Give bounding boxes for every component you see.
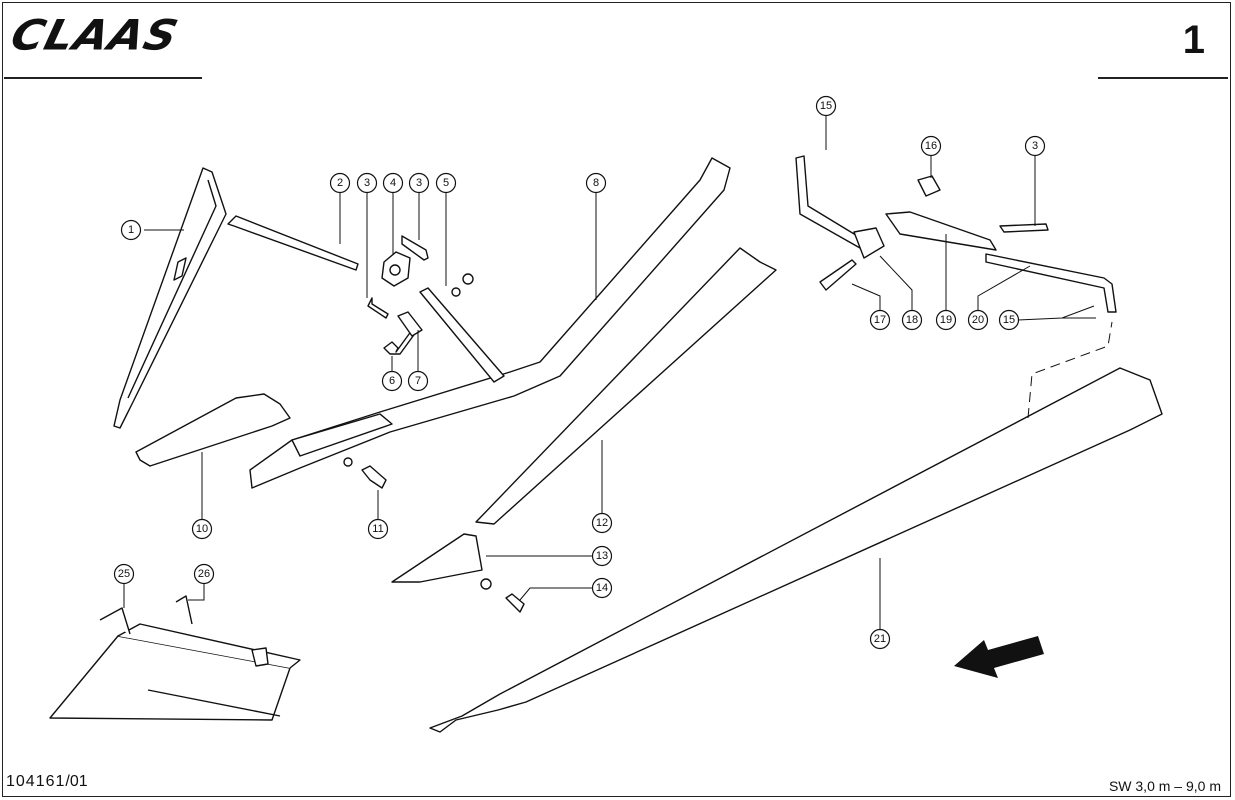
callout-13: 13 bbox=[591, 545, 613, 567]
part-nut-14 bbox=[480, 578, 492, 590]
callout-6-label: 6 bbox=[389, 375, 395, 387]
callout-15a: 15 bbox=[815, 95, 837, 117]
part-clamp-block bbox=[381, 251, 411, 287]
callout-7: 7 bbox=[407, 370, 429, 392]
callout-19-label: 19 bbox=[940, 314, 952, 326]
callout-10-label: 10 bbox=[196, 523, 208, 535]
direction-arrow-icon bbox=[954, 636, 1044, 678]
callout-5-label: 5 bbox=[443, 177, 449, 189]
callout-19: 19 bbox=[935, 309, 957, 331]
callout-4: 4 bbox=[382, 172, 404, 194]
callout-14: 14 bbox=[591, 577, 613, 599]
callout-18: 18 bbox=[901, 309, 923, 331]
part-nut bbox=[462, 273, 474, 285]
dashed-connector bbox=[1027, 321, 1113, 419]
callout-26: 26 bbox=[193, 563, 215, 585]
callout-8: 8 bbox=[585, 172, 607, 194]
callout-16-label: 16 bbox=[925, 140, 937, 152]
doc-number-main: 104161 bbox=[6, 773, 66, 790]
callout-3c-label: 3 bbox=[1032, 140, 1038, 152]
leader-lines bbox=[123, 114, 1096, 630]
callout-17: 17 bbox=[869, 309, 891, 331]
part-bolt-11 bbox=[361, 465, 387, 489]
part-rod bbox=[227, 215, 359, 271]
callout-10: 10 bbox=[191, 518, 213, 540]
part-divider-point bbox=[135, 393, 291, 467]
callout-15b: 15 bbox=[998, 309, 1020, 331]
callout-15a-label: 15 bbox=[820, 100, 832, 112]
callout-17-label: 17 bbox=[874, 314, 886, 326]
callout-3c: 3 bbox=[1024, 135, 1046, 157]
callout-13-label: 13 bbox=[596, 550, 608, 562]
callout-25: 25 bbox=[113, 563, 135, 585]
callout-11-label: 11 bbox=[372, 523, 383, 535]
part-washer bbox=[451, 287, 461, 297]
header-rule-left bbox=[4, 77, 202, 79]
part-hook-left bbox=[367, 297, 389, 319]
callouts: 1 2 3 4 3 5 8 15 16 3 17 18 19 20 15 6 7… bbox=[113, 95, 1046, 650]
part-main-bar bbox=[249, 157, 731, 489]
callout-4-label: 4 bbox=[390, 177, 396, 189]
document-number: 104161/01 bbox=[6, 773, 88, 791]
callout-25-label: 25 bbox=[118, 568, 130, 580]
part-hook-right bbox=[401, 235, 429, 261]
callout-20-label: 20 bbox=[972, 314, 984, 326]
inset-frame-sketch bbox=[49, 595, 301, 721]
callout-3a-label: 3 bbox=[364, 177, 370, 189]
callout-5: 5 bbox=[435, 172, 457, 194]
callout-1-label: 1 bbox=[128, 224, 134, 236]
part-adjuster-assembly bbox=[795, 155, 1117, 313]
part-side-profile bbox=[113, 167, 227, 429]
callout-3b-label: 3 bbox=[416, 177, 422, 189]
part-nut-11 bbox=[343, 457, 353, 467]
callout-1: 1 bbox=[120, 219, 142, 241]
part-bolt-14 bbox=[505, 593, 525, 613]
callout-7-label: 7 bbox=[415, 375, 421, 387]
part-plate bbox=[397, 311, 423, 337]
callout-20: 20 bbox=[967, 309, 989, 331]
callout-2-label: 2 bbox=[337, 177, 343, 189]
callout-8-label: 8 bbox=[593, 177, 599, 189]
part-large-cone bbox=[429, 367, 1163, 733]
callout-11: 11 bbox=[367, 518, 389, 540]
callout-3a: 3 bbox=[356, 172, 378, 194]
callout-21: 21 bbox=[869, 628, 891, 650]
doc-number-suffix: /01 bbox=[65, 773, 88, 790]
header-rule-right bbox=[1098, 77, 1228, 79]
callout-18-label: 18 bbox=[906, 314, 918, 326]
callout-3b: 3 bbox=[408, 172, 430, 194]
callout-16: 16 bbox=[920, 135, 942, 157]
callout-12-label: 12 bbox=[596, 517, 608, 529]
callout-15b-label: 15 bbox=[1003, 314, 1015, 326]
part-cover bbox=[475, 247, 777, 525]
part-nose bbox=[391, 533, 483, 583]
callout-6: 6 bbox=[381, 370, 403, 392]
working-width-range: SW 3,0 m – 9,0 m bbox=[1108, 778, 1221, 794]
callout-12: 12 bbox=[591, 512, 613, 534]
callout-21-label: 21 bbox=[874, 633, 886, 645]
callout-2: 2 bbox=[329, 172, 351, 194]
callout-26-label: 26 bbox=[198, 568, 210, 580]
callout-14-label: 14 bbox=[596, 582, 608, 594]
page-number: 1 bbox=[1182, 18, 1205, 62]
